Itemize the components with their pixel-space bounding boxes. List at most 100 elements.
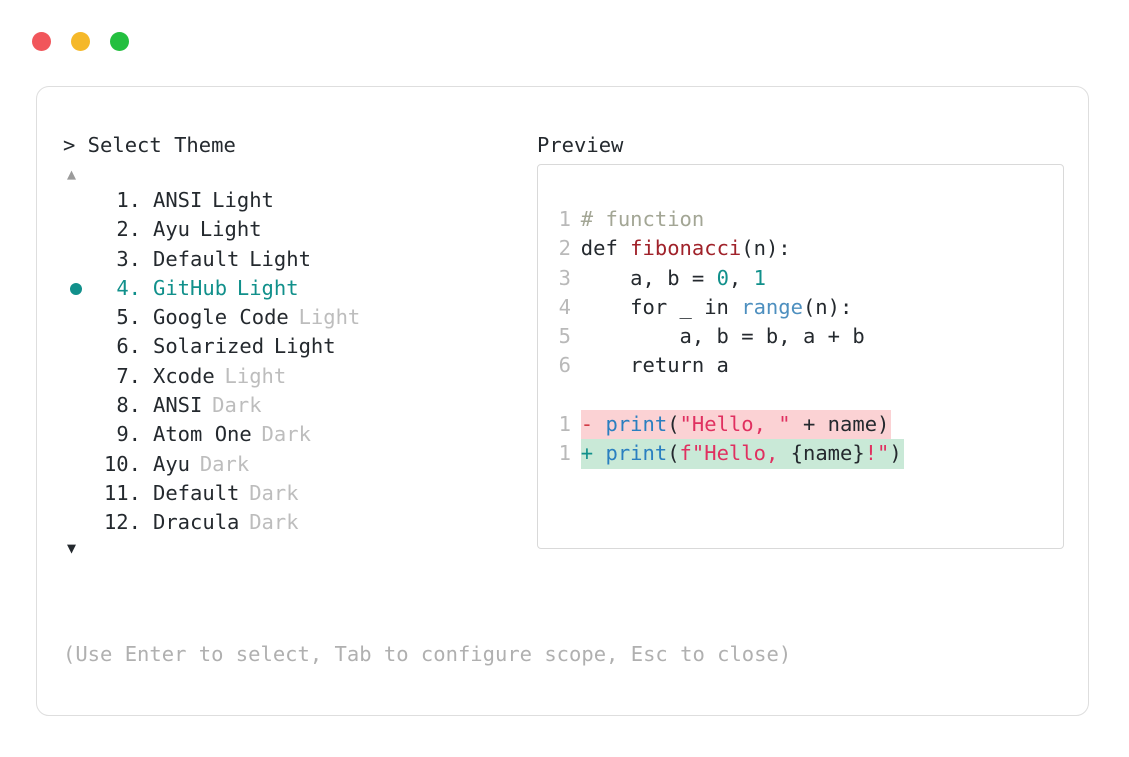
theme-item-name: Default (153, 246, 240, 271)
theme-item-variant: Dark (212, 393, 262, 418)
select-theme-prompt: > Select Theme (63, 133, 236, 157)
code-line-text: def fibonacci(n): (581, 234, 791, 263)
theme-item-variant: Light (236, 275, 299, 300)
diff-line-add: 1 + print(f"Hello, {name}!") (557, 439, 1063, 469)
code-line: 3 a, b = 0, 1 (557, 264, 1063, 293)
theme-item-index: 8. (116, 393, 141, 418)
close-button[interactable] (32, 32, 51, 51)
minimize-button[interactable] (71, 32, 90, 51)
code-token: for _ in (580, 294, 742, 319)
theme-item-index: 2. (116, 217, 141, 242)
line-number: 1 (558, 441, 571, 466)
line-number: 2 (558, 236, 571, 261)
theme-item-index: 11. (103, 480, 141, 505)
code-token: 0 (716, 265, 729, 290)
code-spacer (557, 381, 1063, 410)
theme-item-variant: Light (224, 363, 287, 388)
theme-item-index: 6. (116, 334, 141, 359)
code-token: f"Hello, (679, 441, 791, 466)
preview-heading: Preview (537, 133, 624, 157)
line-number: 1 (558, 207, 571, 231)
diff-line-text: + print(f"Hello, {name}!") (580, 439, 904, 469)
zoom-button[interactable] (110, 32, 129, 51)
theme-item-name: ANSI (153, 393, 203, 418)
theme-item-name: ANSI (153, 188, 203, 212)
theme-list-item[interactable]: 1. ANSI Light (63, 186, 533, 215)
code-token: 1 (753, 265, 766, 290)
code-token: a, b = b, a + b (580, 324, 865, 349)
code-token: ( (667, 412, 680, 437)
code-token: print (605, 441, 668, 466)
theme-item-name: Google Code (153, 305, 289, 330)
theme-list-item[interactable]: 7. Xcode Light (63, 362, 533, 391)
theme-item-variant: Light (212, 188, 274, 212)
theme-item-index: 5. (116, 305, 141, 330)
code-token: + name) (790, 412, 890, 437)
code-token: ) (889, 441, 902, 466)
code-line-text: return a (581, 351, 729, 380)
code-token: !" (864, 441, 890, 466)
code-token: a, b = (580, 265, 717, 290)
code-line: 5 a, b = b, a + b (557, 322, 1063, 351)
code-token: def (580, 236, 631, 261)
selected-dot-icon (70, 282, 82, 295)
theme-item-name: Xcode (153, 363, 215, 388)
theme-item-index: 7. (116, 363, 141, 388)
theme-item-index: 12. (103, 510, 141, 535)
theme-list-item[interactable]: 8. ANSI Dark (63, 391, 533, 420)
theme-item-name: GitHub (153, 275, 228, 300)
line-number: 6 (558, 353, 571, 378)
keyboard-hint: (Use Enter to select, Tab to configure s… (63, 642, 792, 666)
theme-item-variant: Light (298, 305, 361, 330)
window-traffic-lights (32, 32, 129, 51)
diff-line-del: 1 - print("Hello, " + name) (557, 410, 1063, 440)
theme-item-variant: Dark (261, 422, 311, 447)
scroll-down-arrow-icon[interactable]: ▼ (67, 538, 77, 557)
code-line-text: # function (581, 205, 704, 234)
theme-item-index: 3. (116, 246, 141, 271)
code-token: , (728, 265, 754, 290)
diff-line-text: - print("Hello, " + name) (580, 410, 892, 440)
code-line: 1 # function (557, 205, 1063, 234)
code-token: fibonacci (630, 236, 742, 261)
code-token: "Hello, " (679, 412, 791, 437)
code-line: 2 def fibonacci(n): (557, 234, 1063, 263)
theme-list-item[interactable]: 2. Ayu Light (63, 215, 533, 244)
code-token: print (605, 412, 668, 437)
code-token: (n): (741, 236, 791, 261)
line-number: 3 (558, 265, 571, 290)
scroll-up-arrow-icon[interactable]: ▲ (67, 165, 77, 183)
theme-item-name: Ayu (153, 217, 191, 242)
line-number: 1 (558, 412, 571, 437)
theme-item-variant: Light (199, 217, 262, 242)
code-line-text: for _ in range(n): (580, 293, 852, 322)
theme-item-name: Default (153, 480, 240, 505)
theme-item-variant: Dark (249, 480, 299, 505)
diff-sign: + (580, 441, 606, 466)
theme-list-item[interactable]: 11. Default Dark (63, 479, 533, 508)
code-token: {name} (790, 441, 865, 466)
theme-item-index: 1. (116, 188, 141, 212)
theme-list-item[interactable]: 12. Dracula Dark (63, 508, 533, 537)
code-line-text: a, b = b, a + b (581, 322, 865, 351)
theme-item-name: Ayu (153, 451, 191, 476)
theme-item-name: Atom One (153, 422, 252, 447)
theme-item-variant: Dark (249, 510, 299, 535)
theme-item-name: Dracula (153, 510, 240, 535)
theme-list-item[interactable]: 5. Google Code Light (63, 303, 533, 332)
code-token: # function (580, 207, 705, 231)
code-line-text: a, b = 0, 1 (581, 264, 766, 293)
theme-item-index: 10. (103, 451, 141, 476)
code-token: return a (580, 353, 729, 378)
theme-item-variant: Light (273, 334, 336, 359)
line-number: 5 (558, 324, 571, 349)
